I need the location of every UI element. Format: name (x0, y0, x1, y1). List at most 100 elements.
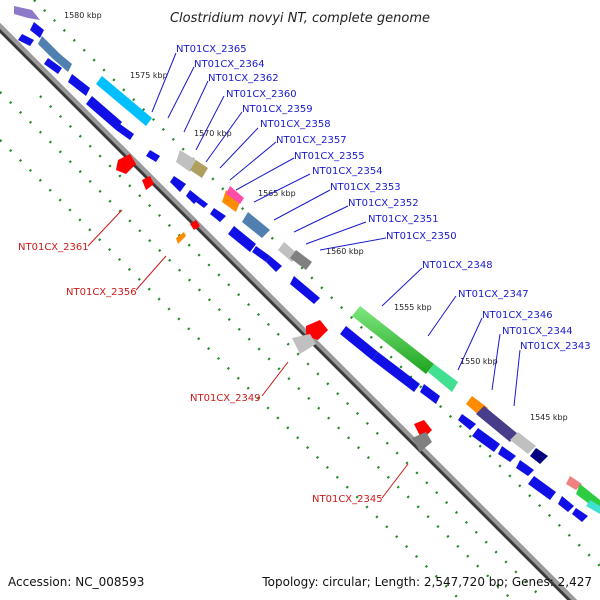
leader-line (319, 237, 387, 251)
tick-label: 1555 kbp (394, 303, 432, 312)
gene-arrow[interactable] (86, 96, 122, 130)
map-title: Clostridium novyi NT, complete genome (170, 11, 430, 26)
gene-label[interactable]: NT01CX_2359 (242, 104, 313, 115)
gene-label[interactable]: NT01CX_2348 (422, 260, 493, 271)
leader-line (135, 255, 167, 291)
gene-feature[interactable] (30, 22, 44, 38)
gene-feature[interactable] (190, 220, 200, 230)
gene-label[interactable]: NT01CX_2362 (208, 73, 279, 84)
accession-text: Accession: NC_008593 (8, 575, 144, 589)
tick-label: 1570 kbp (194, 129, 232, 138)
gene-arrow[interactable] (340, 326, 378, 360)
gene-arrow[interactable] (558, 496, 574, 512)
gene-label[interactable]: NT01CX_2354 (312, 166, 383, 177)
tick-row-top (0, 91, 513, 600)
gene-feature[interactable] (222, 190, 240, 212)
reverse-genes (116, 154, 432, 452)
gene-label[interactable]: NT01CX_2357 (276, 135, 347, 146)
gene-arrow[interactable] (458, 414, 476, 430)
tick-label: 1565 kbp (258, 189, 296, 198)
gene-feature[interactable] (476, 406, 518, 442)
gene-label[interactable]: NT01CX_2349 (190, 393, 261, 404)
gene-label[interactable]: NT01CX_2344 (502, 326, 573, 337)
gene-label[interactable]: NT01CX_2364 (194, 59, 265, 70)
gene-feature[interactable] (292, 334, 316, 354)
gene-arrow[interactable] (266, 256, 282, 272)
leader-line (273, 189, 331, 221)
forward-labels: NT01CX_2365 NT01CX_2364 NT01CX_2362 NT01… (176, 44, 591, 352)
gene-label[interactable]: NT01CX_2356 (66, 287, 137, 298)
gene-feature[interactable] (586, 500, 600, 514)
tick-label: 1550 kbp (460, 357, 498, 366)
gene-arrow[interactable] (572, 508, 588, 522)
tick-label: 1575 kbp (130, 71, 168, 80)
leader-line (87, 209, 123, 247)
gene-arrow[interactable] (186, 190, 200, 204)
gene-arrow[interactable] (146, 150, 160, 162)
gene-feature[interactable] (14, 6, 40, 20)
gene-arrow[interactable] (516, 460, 534, 476)
gene-feature[interactable] (290, 250, 312, 270)
leader-line (491, 333, 501, 391)
leader-line (183, 80, 209, 133)
gene-arrow[interactable] (44, 58, 62, 74)
gene-feature[interactable] (176, 150, 196, 172)
gene-feature[interactable] (38, 36, 72, 72)
gene-arrow[interactable] (116, 124, 134, 140)
gene-feature[interactable] (530, 448, 548, 464)
gene-arrow[interactable] (498, 446, 516, 462)
gene-feature[interactable] (566, 476, 582, 490)
forward-genes (14, 6, 600, 514)
gene-feature[interactable] (116, 154, 136, 174)
tick-label: 1580 kbp (64, 11, 102, 20)
leader-line (427, 295, 457, 337)
gene-arrow[interactable] (252, 246, 270, 262)
gene-feature[interactable] (142, 176, 154, 190)
gene-arrow[interactable] (528, 476, 556, 500)
gene-label[interactable]: NT01CX_2351 (368, 214, 439, 225)
gene-feature[interactable] (226, 186, 244, 204)
gene-arrow[interactable] (228, 226, 256, 252)
gene-label[interactable]: NT01CX_2358 (260, 119, 331, 130)
gene-arrow[interactable] (372, 352, 420, 392)
gene-feature[interactable] (176, 232, 186, 244)
gene-feature[interactable] (428, 364, 458, 392)
gene-label[interactable]: NT01CX_2353 (330, 182, 401, 193)
gene-label[interactable]: NT01CX_2355 (294, 151, 365, 162)
gene-label[interactable]: NT01CX_2352 (348, 198, 419, 209)
gene-label[interactable]: NT01CX_2350 (386, 231, 457, 242)
gene-arrow[interactable] (18, 34, 34, 46)
gene-arrow[interactable] (472, 428, 500, 452)
leader-line (261, 361, 289, 397)
gene-arrow[interactable] (196, 198, 208, 208)
gene-feature[interactable] (190, 160, 208, 178)
topology-text: Topology: circular; Length: 2,547,720 bp… (261, 575, 592, 589)
leader-line (293, 205, 349, 233)
gene-label[interactable]: NT01CX_2365 (176, 44, 247, 55)
gene-label[interactable]: NT01CX_2347 (458, 289, 529, 300)
gene-arrow[interactable] (170, 176, 186, 192)
gene-feature[interactable] (352, 306, 434, 374)
gene-feature[interactable] (96, 76, 152, 126)
gene-arrow[interactable] (420, 384, 440, 404)
gene-feature[interactable] (414, 420, 432, 440)
gene-arrow[interactable] (210, 208, 226, 222)
leader-line (229, 141, 277, 181)
gene-label[interactable]: NT01CX_2360 (226, 89, 297, 100)
gene-label[interactable]: NT01CX_2343 (520, 341, 591, 352)
gene-label[interactable]: NT01CX_2345 (312, 494, 383, 505)
forward-leaders (151, 52, 521, 407)
gene-arrow[interactable] (290, 276, 320, 304)
leader-line (381, 463, 409, 499)
tick-label: 1560 kbp (326, 247, 364, 256)
gene-arrow[interactable] (68, 74, 90, 96)
gene-feature[interactable] (412, 432, 432, 452)
gene-feature[interactable] (510, 432, 536, 454)
tick-label: 1545 kbp (530, 413, 568, 422)
forward-arrows (18, 34, 588, 522)
gene-label[interactable]: NT01CX_2361 (18, 242, 89, 253)
gene-feature[interactable] (242, 212, 270, 238)
gene-label[interactable]: NT01CX_2346 (482, 310, 553, 321)
gene-feature[interactable] (306, 320, 328, 340)
